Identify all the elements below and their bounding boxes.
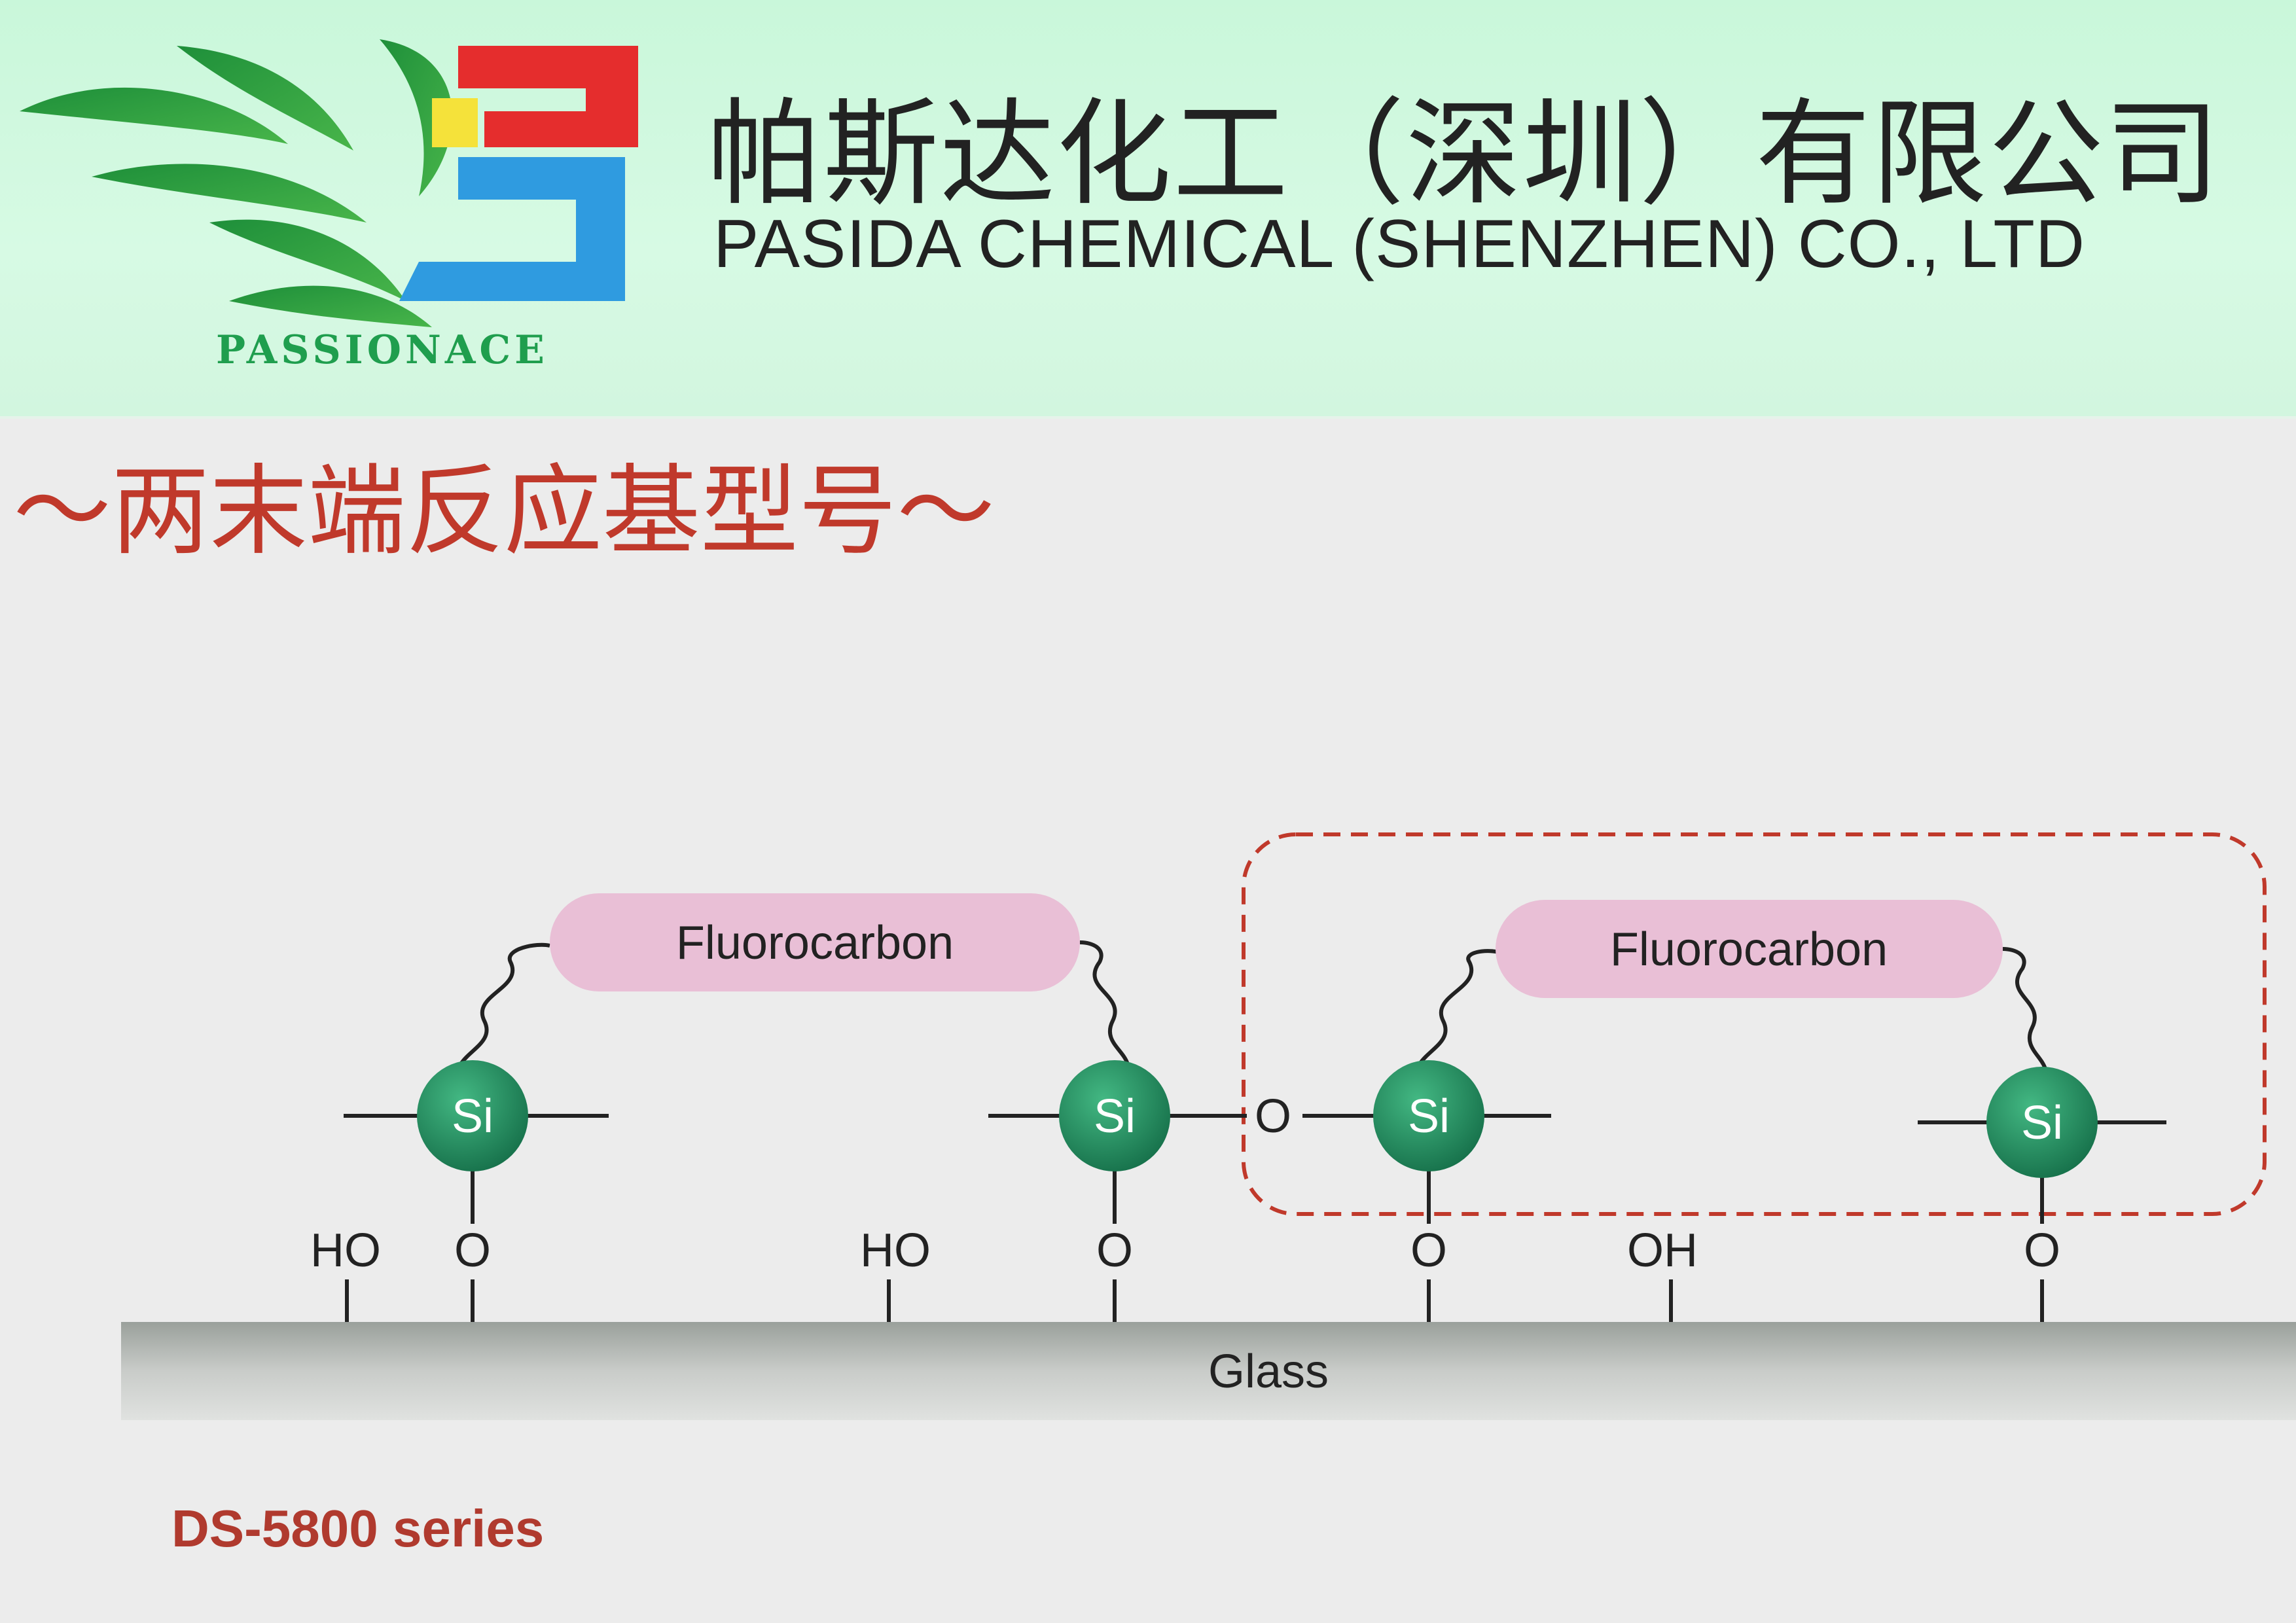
glass-label: Glass xyxy=(1208,1346,1329,1398)
company-name-english: PASIDA CHEMICAL (SHENZHEN) CO., LTD xyxy=(713,206,2086,282)
oh-label: OH xyxy=(1627,1224,1698,1277)
linker-left-2 xyxy=(1079,940,1131,1081)
passionace-logo-icon xyxy=(20,39,638,327)
si-atom-2 xyxy=(1059,1060,1170,1171)
linker-right-1 xyxy=(1414,949,1499,1080)
glass-substrate xyxy=(121,1322,2296,1420)
si-atom-4 xyxy=(1986,1067,2098,1178)
fluorocarbon-left-capsule xyxy=(550,893,1080,991)
si-label-3: Si xyxy=(1408,1090,1450,1143)
o-label-3: O xyxy=(1410,1224,1447,1277)
fluorocarbon-right-label: Fluorocarbon xyxy=(1610,923,1888,976)
company-name-chinese: 帕斯达化工（深圳）有限公司 xyxy=(707,87,2222,221)
si-label-1: Si xyxy=(452,1090,493,1143)
ho-label-1: HO xyxy=(310,1224,381,1277)
o-label-1: O xyxy=(454,1224,491,1277)
ho-label-2: HO xyxy=(860,1224,931,1277)
o-label-2: O xyxy=(1096,1224,1133,1277)
fluorocarbon-right-capsule xyxy=(1496,900,2003,998)
o-label-4: O xyxy=(2024,1224,2060,1277)
linker-left-1 xyxy=(456,942,550,1080)
si-label-4: Si xyxy=(2021,1097,2063,1149)
si-label-2: Si xyxy=(1094,1090,1136,1143)
si-atom-3 xyxy=(1373,1060,1484,1171)
si-atom-1 xyxy=(417,1060,528,1171)
header-banner: PASSIONACE 帕斯达化工（深圳）有限公司 PASIDA CHEMICAL… xyxy=(0,0,2296,419)
reaction-group-outline xyxy=(1242,832,2267,1216)
section-title: ～两末端反应基型号～ xyxy=(13,455,996,569)
bridge-oxygen-label: O xyxy=(1255,1090,1291,1143)
fluorocarbon-left-label: Fluorocarbon xyxy=(676,917,954,969)
linker-right-2 xyxy=(2002,947,2049,1088)
logo-wordmark: PASSIONACE xyxy=(216,327,548,373)
series-label: DS-5800 series xyxy=(171,1499,545,1558)
